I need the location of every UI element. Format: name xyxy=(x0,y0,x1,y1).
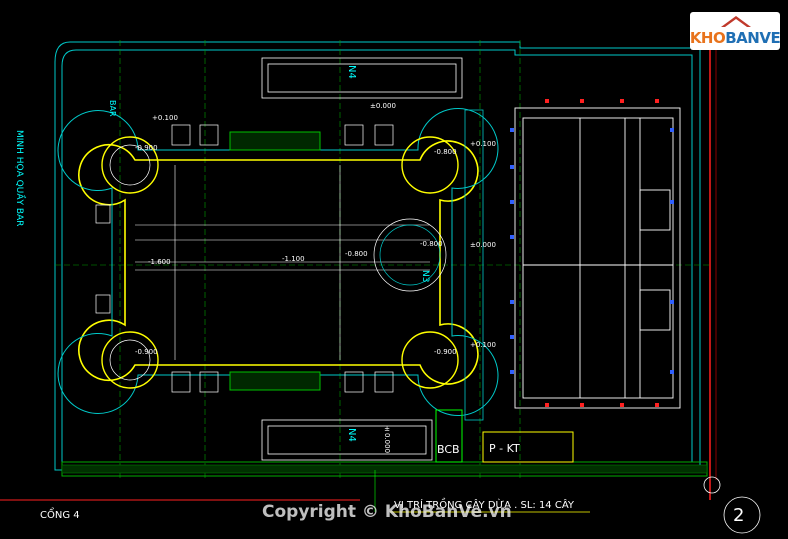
site-boundary xyxy=(54,41,701,471)
pool-outline xyxy=(78,140,479,385)
level-tag: -1.600 xyxy=(148,258,171,266)
side-title: MINH HỌA QUẦY BAR xyxy=(14,130,24,227)
columns xyxy=(510,128,674,374)
level-tag: ±0.000 xyxy=(370,102,396,110)
sheet-number: 2 xyxy=(733,505,745,526)
logo-text: KHOBANVE xyxy=(689,29,781,47)
tree-label: VỊ TRÍ TRỒNG CÂY DỪA . SL: 14 CÂY xyxy=(394,500,575,511)
house-icon xyxy=(721,16,751,27)
level-tag: -0.900 xyxy=(434,348,457,356)
north-marker xyxy=(723,496,761,534)
n3-label: N3 xyxy=(420,270,430,283)
bcb-label: BCB xyxy=(437,443,460,456)
watermark: Copyright © KhoBanVe.vn xyxy=(262,502,512,522)
building xyxy=(514,107,681,409)
seating xyxy=(95,124,394,393)
level-tag: +0.100 xyxy=(470,341,496,349)
level-tag: +0.100 xyxy=(152,114,178,122)
n4-top-label: N4 xyxy=(346,65,357,79)
cong-label: CỔNG 4 xyxy=(40,510,80,521)
corner-circles xyxy=(101,136,459,389)
pkt-label: P - KT xyxy=(489,442,520,455)
level-tag: +0.100 xyxy=(470,140,496,148)
planters xyxy=(229,131,321,391)
level-tag: -0.900 xyxy=(135,144,158,152)
level-tag: -1.100 xyxy=(282,255,305,263)
level-tag: ±0.000 xyxy=(383,425,391,454)
level-tag: -0.900 xyxy=(135,348,158,356)
bar-label: BAR xyxy=(108,100,117,117)
brand-logo[interactable]: KHOBANVE xyxy=(689,12,781,50)
planting-strip xyxy=(61,461,708,477)
level-tag: ±0.000 xyxy=(470,241,496,249)
markers xyxy=(545,99,659,407)
level-tag: -0.800 xyxy=(345,250,368,258)
pergolas xyxy=(261,57,463,461)
level-tag: -0.800 xyxy=(434,148,457,156)
n4-bottom-label: N4 xyxy=(346,428,357,442)
level-tag: -0.800 xyxy=(420,240,443,248)
